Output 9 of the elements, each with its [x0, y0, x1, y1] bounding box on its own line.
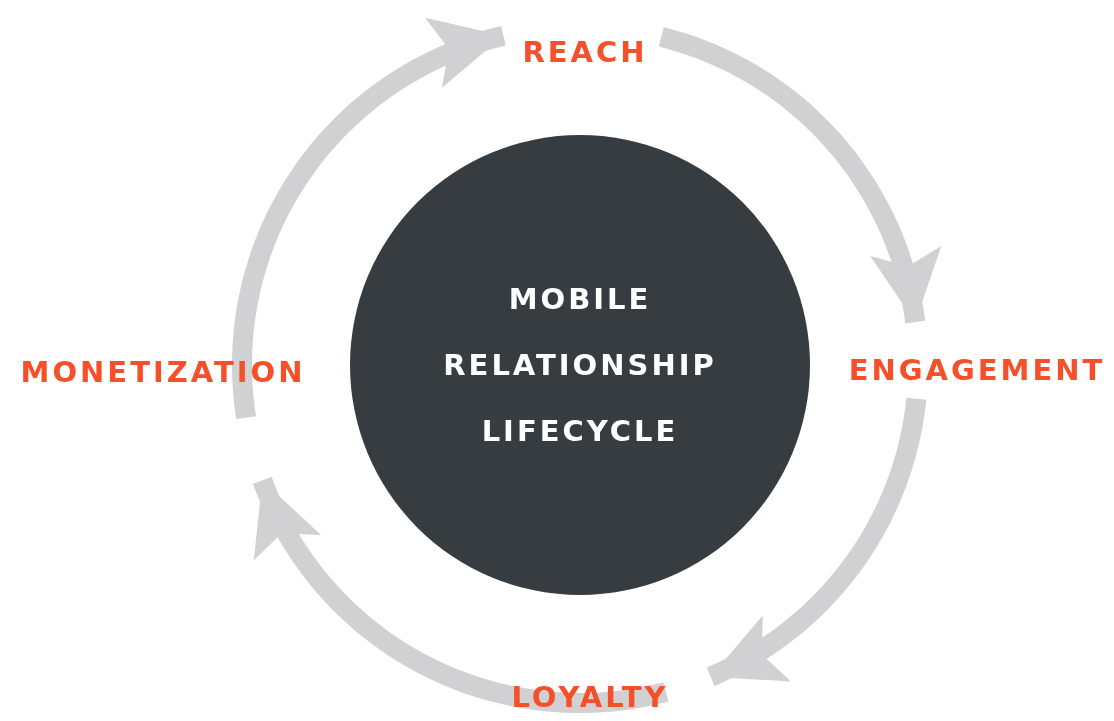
cycle-arrow: [658, 27, 942, 324]
stage-label: MONETIZATION: [20, 354, 306, 390]
cycle-arrow: [252, 476, 669, 713]
stage-label: ENGAGEMENT: [848, 352, 1106, 388]
center-title: MOBILE RELATIONSHIP LIFECYCLE: [442, 281, 718, 450]
stage-label: REACH: [522, 34, 648, 70]
stage-label: LOYALTY: [511, 679, 669, 715]
cycle-arrow: [232, 17, 506, 420]
cycle-arrow: [706, 397, 927, 686]
